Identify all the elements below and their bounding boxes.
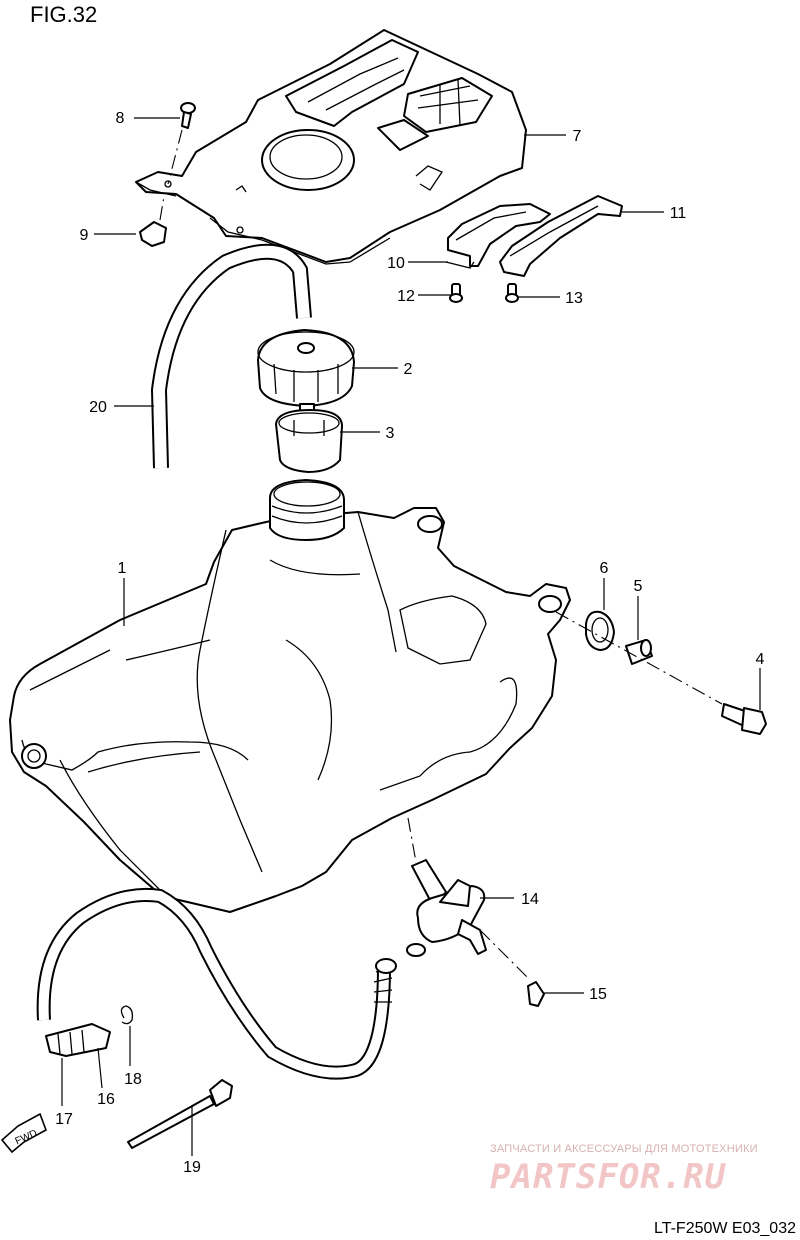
part-16-17-hose-end	[45, 1023, 111, 1057]
callout-15: 15	[589, 986, 607, 1003]
callout-9: 9	[80, 227, 89, 244]
part-5-collar	[625, 639, 653, 665]
watermark-caption: ЗАПЧАСТИ И АКСЕССУАРЫ ДЛЯ МОТОТЕХНИКИ	[490, 1143, 758, 1155]
part-1-fuel-tank	[9, 479, 571, 913]
callout-2: 2	[404, 361, 413, 378]
part-20-breather-hose	[150, 243, 312, 469]
part-11-bracket	[499, 195, 623, 277]
part-14-fuel-valve	[407, 817, 531, 981]
o-ring	[406, 943, 426, 957]
part-10-bracket	[445, 203, 551, 269]
part-19-cable-tie	[127, 1079, 233, 1149]
callout-5: 5	[634, 578, 643, 595]
callout-13: 13	[565, 290, 583, 307]
callout-12: 12	[397, 288, 415, 305]
callout-14: 14	[521, 891, 539, 908]
model-code: LT-F250W E03_032	[653, 1220, 796, 1237]
callout-numbers: 8 9 7 11 10 12 13 2 3 20 1 6 5 4 14 15 1…	[55, 110, 764, 1176]
part-3-gasket	[275, 409, 343, 473]
part-9-clip-nut	[139, 195, 167, 247]
part-7-tank-cover	[135, 29, 527, 265]
callout-7: 7	[573, 128, 582, 145]
fuel-hose	[36, 887, 397, 1080]
callout-8: 8	[116, 110, 125, 127]
part-13-bolt	[505, 283, 519, 303]
callout-20: 20	[89, 399, 107, 416]
callout-18: 18	[124, 1071, 142, 1088]
part-18-clamp	[120, 1005, 134, 1025]
part-2-fuel-cap	[257, 329, 355, 413]
watermark-logo: PARTSFOR.RU	[490, 1157, 727, 1197]
callout-10: 10	[387, 255, 405, 272]
callout-17: 17	[55, 1111, 73, 1128]
callout-11: 11	[670, 205, 687, 222]
part-15-screw	[527, 981, 545, 1007]
part-12-bolt	[449, 283, 463, 303]
part-8-screw	[167, 102, 196, 185]
callout-19: 19	[183, 1159, 201, 1176]
callout-4: 4	[756, 651, 765, 668]
leader-lines	[61, 117, 761, 1156]
figure-label: FIG.32	[30, 2, 98, 27]
callout-3: 3	[386, 425, 395, 442]
part-4-bolt	[555, 611, 767, 735]
callout-16: 16	[97, 1091, 115, 1108]
fwd-direction-badge: FWD	[0, 1112, 47, 1154]
callout-6: 6	[600, 560, 609, 577]
callout-1: 1	[118, 560, 127, 577]
